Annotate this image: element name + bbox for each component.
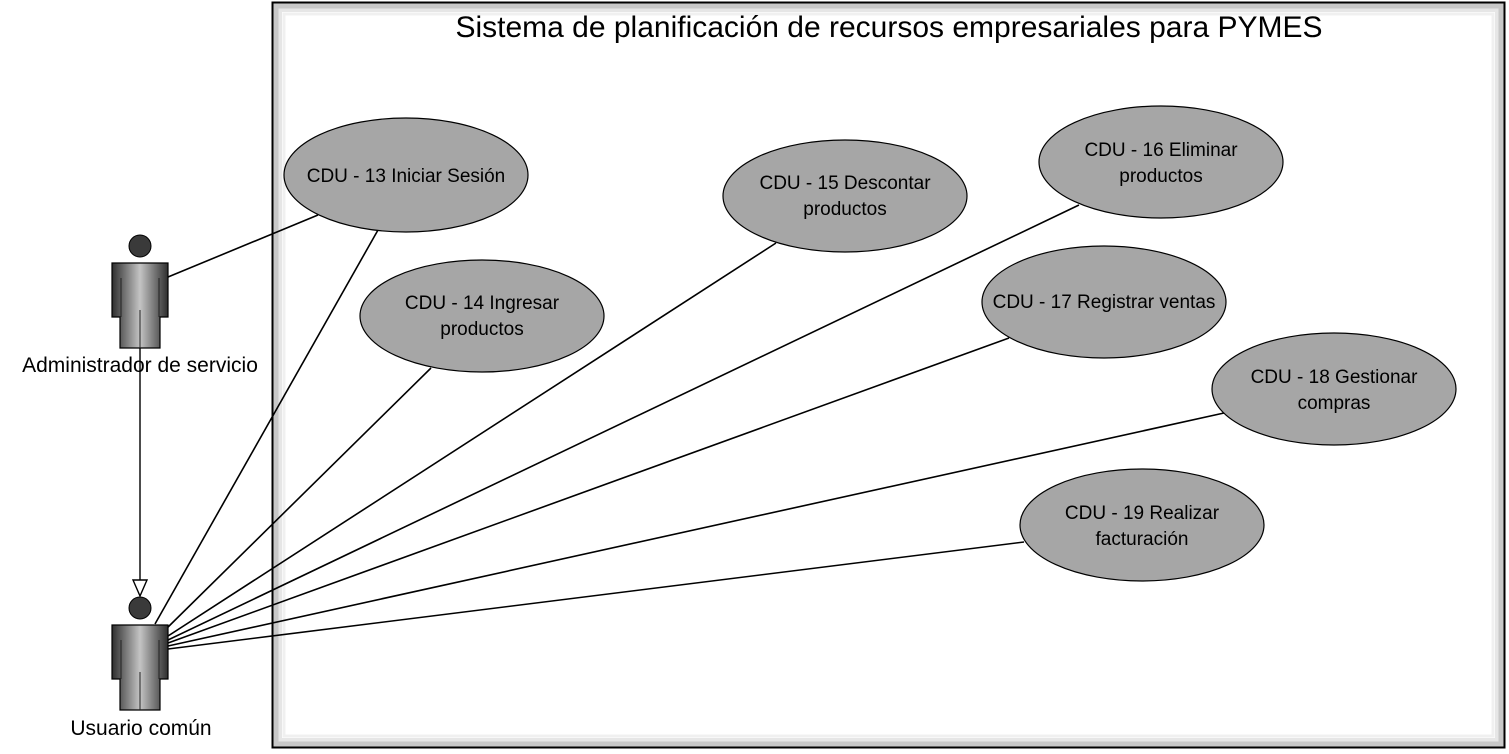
association-user-uc17 — [167, 337, 1010, 644]
actor-administrador[interactable]: Administrador de servicio — [22, 234, 258, 377]
use-case-13[interactable]: CDU - 13 Iniciar Sesión — [283, 117, 529, 233]
use-case-ellipse — [981, 245, 1227, 359]
use-case-label-line1: CDU - 15 Descontar — [759, 173, 931, 194]
association-admin-uc13 — [167, 214, 319, 278]
use-case-label-line2: compras — [1298, 393, 1371, 414]
use-case-17[interactable]: CDU - 17 Registrar ventas — [981, 245, 1227, 359]
association-user-uc18 — [167, 412, 1225, 647]
use-case-ellipse — [1211, 332, 1457, 446]
actor-icon — [111, 596, 169, 711]
actor-label: Administrador de servicio — [22, 354, 258, 377]
use-case-18[interactable]: CDU - 18 Gestionar compras — [1211, 332, 1457, 446]
use-case-label-line1: CDU - 18 Gestionar — [1251, 367, 1419, 388]
use-case-19[interactable]: CDU - 19 Realizar facturación — [1019, 468, 1265, 582]
use-case-15[interactable]: CDU - 15 Descontar productos — [722, 139, 968, 253]
use-case-label: CDU - 17 Registrar ventas — [993, 292, 1216, 313]
association-user-uc19 — [167, 541, 1025, 650]
use-case-14[interactable]: CDU - 14 Ingresar productos — [359, 259, 605, 373]
use-case-label-line1: CDU - 19 Realizar — [1065, 503, 1220, 524]
actor-usuario-comun[interactable]: Usuario común — [70, 596, 212, 740]
use-case-label-line2: productos — [440, 319, 523, 340]
use-case-ellipse — [722, 139, 968, 253]
use-case-label: CDU - 13 Iniciar Sesión — [307, 166, 506, 187]
actor-icon — [111, 234, 169, 349]
use-case-16[interactable]: CDU - 16 Eliminar productos — [1038, 105, 1284, 219]
association-lines — [154, 204, 1225, 650]
use-case-label-line2: productos — [803, 199, 886, 220]
use-case-ellipse — [283, 117, 529, 233]
system-title: Sistema de planificación de recursos emp… — [455, 11, 1322, 44]
use-case-ellipse — [1019, 468, 1265, 582]
use-case-label-line2: facturación — [1096, 529, 1189, 550]
use-case-ellipse — [359, 259, 605, 373]
actor-label: Usuario común — [70, 717, 211, 740]
use-case-label-line2: productos — [1119, 166, 1202, 187]
use-case-ellipse — [1038, 105, 1284, 219]
association-user-uc14 — [162, 367, 432, 633]
use-case-label-line1: CDU - 16 Eliminar — [1084, 140, 1238, 161]
use-case-label-line1: CDU - 14 Ingresar — [405, 293, 560, 314]
association-user-uc15 — [167, 242, 777, 637]
association-user-uc16 — [167, 204, 1080, 641]
association-user-uc13 — [154, 229, 379, 625]
generalization-arrow — [131, 348, 149, 598]
